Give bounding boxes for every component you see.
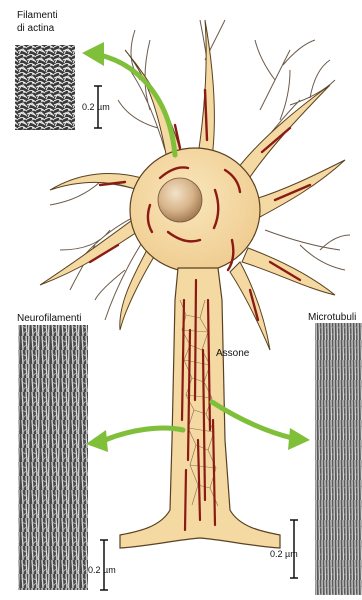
label-neurofilaments: Neurofilamenti — [17, 313, 81, 325]
actin-micrograph — [15, 45, 75, 130]
nucleus — [158, 178, 202, 222]
arrow-to-neurofilaments — [86, 428, 183, 452]
scale-label-neurofilaments: 0.2 µm — [88, 564, 116, 576]
label-actin-line1: Filamenti — [17, 10, 58, 22]
label-microtubules: Microtubuli — [308, 312, 356, 324]
label-axon: Assone — [216, 348, 249, 360]
scale-label-actin: 0.2 µm — [82, 101, 110, 113]
arrow-to-microtubules — [212, 402, 310, 450]
scale-label-microtubules: 0.2 µm — [270, 548, 298, 560]
microtubule-micrograph — [315, 323, 362, 595]
label-actin-line2: di actina — [17, 23, 54, 35]
neurofilament-micrograph — [18, 325, 88, 590]
